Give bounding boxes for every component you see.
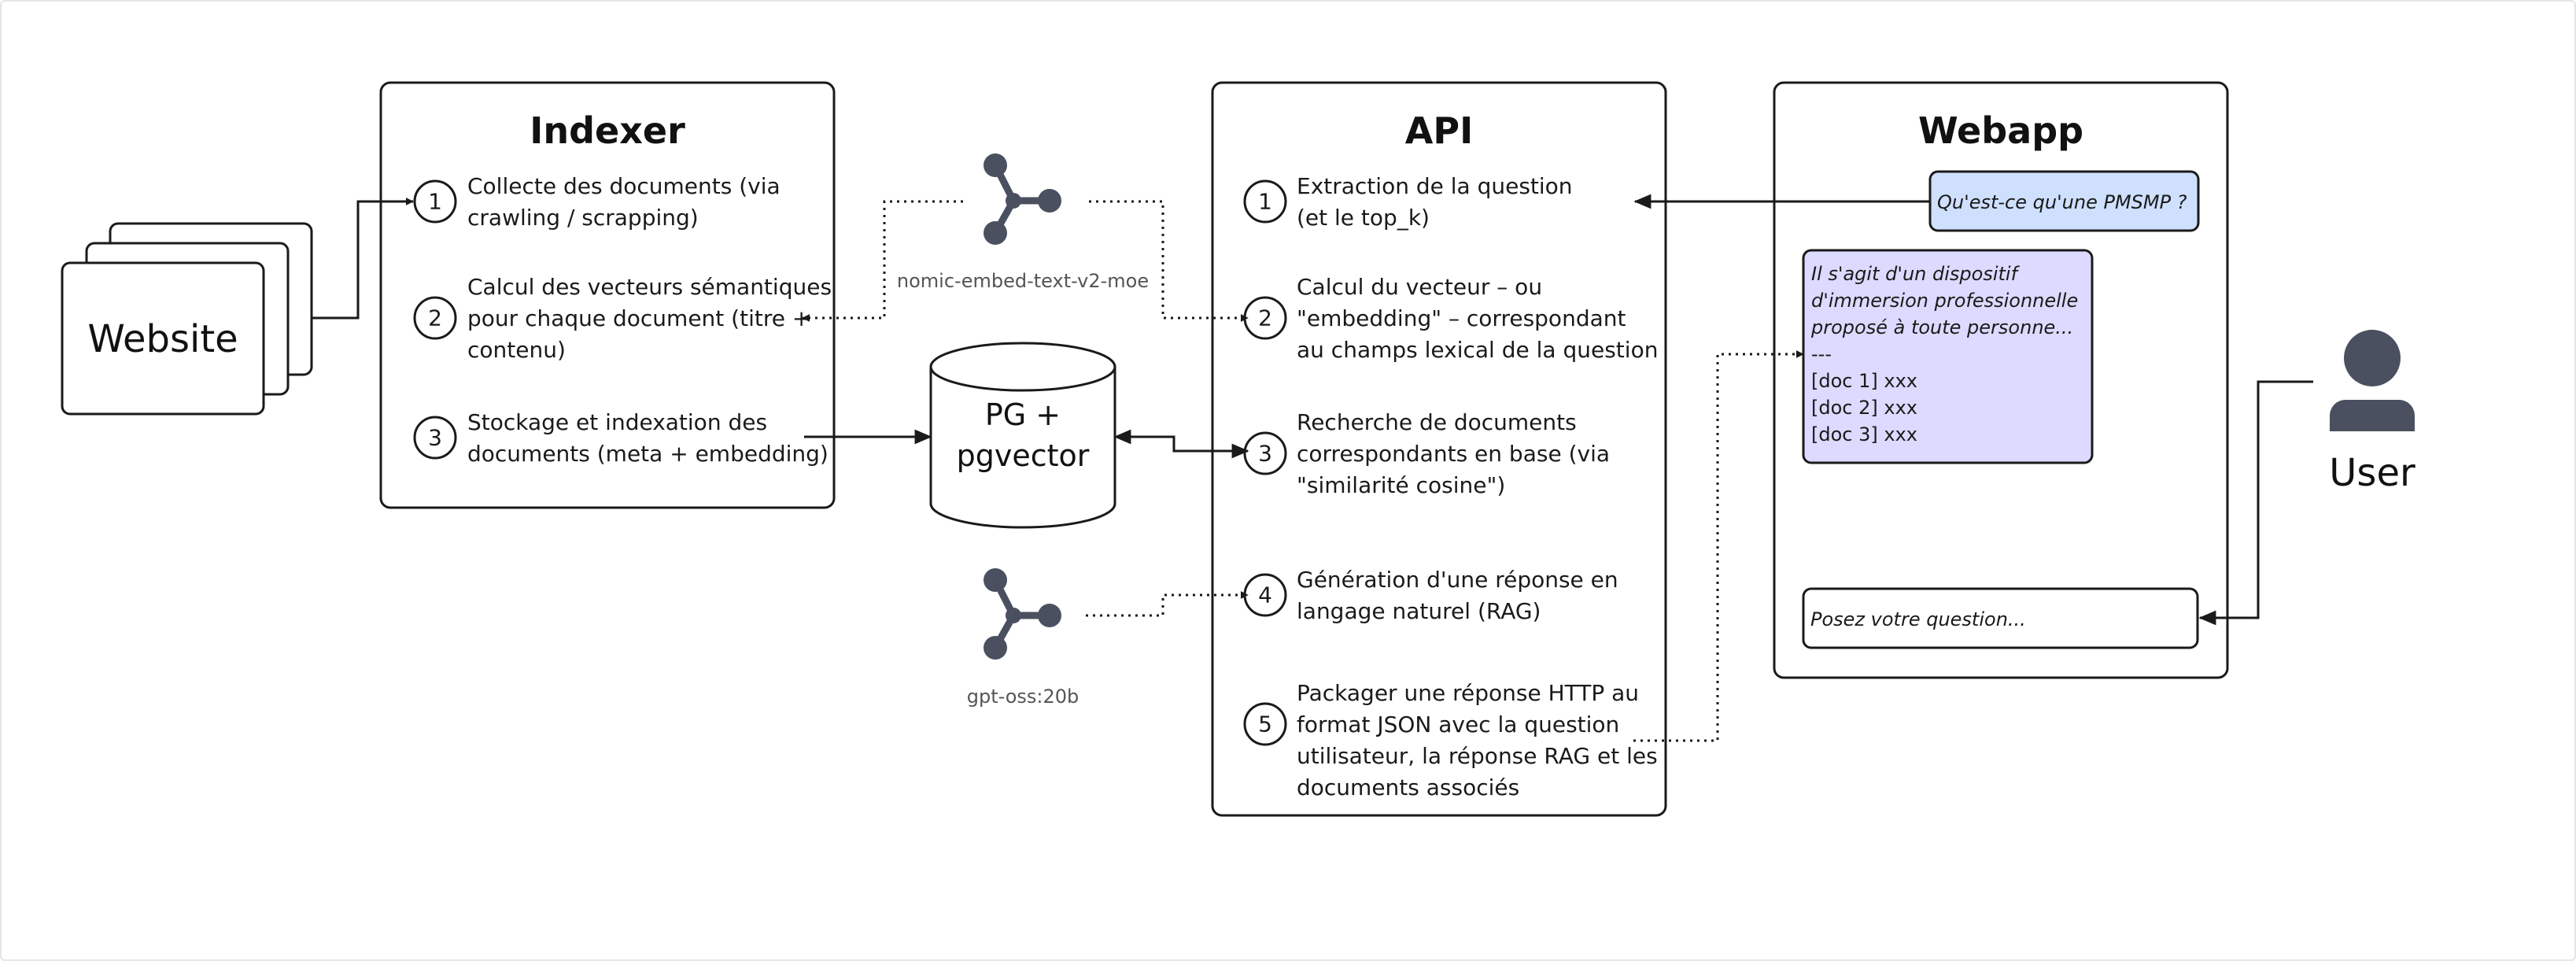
indexer-box: Indexer 1 Collecte des documents (via craw… [379,81,836,509]
website-label: Website [87,317,238,361]
api-box: API 1 Extraction de la question (et le top… [1211,81,1667,817]
db-api-bidirectional-arrow [1113,429,1249,459]
embed-to-indexer-arrow [802,200,963,322]
step-text-line: Extraction de la question [1297,173,1573,199]
model-icon [984,153,1061,245]
step-text-line: documents associés [1297,774,1519,800]
embed-to-api-arrow [1089,200,1249,322]
step-number: 1 [1258,189,1272,215]
step-number: 2 [428,305,442,331]
step-text-line: pour chaque document (titre + [467,305,810,331]
website-node: Website [61,222,313,416]
api-steps: 1 Extraction de la question (et le top_k) 2… [1243,173,1658,800]
answer-line: Il s'agit d'un dispositif [1811,263,2021,285]
user-label: User [2329,451,2415,495]
step-number-circle [1243,702,1287,746]
answer-line: d'immersion professionnelle [1811,290,2078,312]
api-step-1: 1 Extraction de la question (et le top_k) [1243,173,1573,231]
user-to-input-arrow [2198,380,2313,626]
api-step-2: 2 Calcul du vecteur – ou "embedding" – cor… [1243,274,1658,363]
question-input[interactable] [1802,587,2199,649]
user-icon [2330,330,2415,431]
pgvector-database: PG + pgvector [929,342,1116,529]
step-number: 4 [1258,582,1272,608]
step-text-line: Calcul du vecteur – ou [1297,274,1542,300]
step-text-line: Calcul des vecteurs sémantiques [467,274,832,300]
step-text-line: Packager une réponse HTTP au [1297,680,1639,706]
indexer-title: Indexer [530,109,685,152]
database-label-line: PG + [985,397,1061,432]
model-icon [984,568,1061,660]
embed-model-node: nomic-embed-text-v2-moe [897,153,1149,292]
step-text-line: utilisateur, la réponse RAG et les [1297,743,1658,769]
step-text-line: Collecte des documents (via [467,173,781,199]
step-number-circle [413,296,457,340]
step-text-line: Recherche de documents [1297,409,1577,435]
api-step-4: 4 Génération d'une réponse en langage natu… [1243,567,1618,624]
step-text-line: langage naturel (RAG) [1297,598,1541,624]
website-to-indexer-arrow [312,198,414,320]
api-step-5: 5 Packager une réponse HTTP au format JSON… [1243,680,1658,800]
answer-separator: --- [1811,343,1832,365]
step-number-circle [413,179,457,224]
step-text-line: contenu) [467,337,566,363]
step-number: 2 [1258,305,1272,331]
step-number-circle [1243,179,1287,224]
step-text-line: (et le top_k) [1297,205,1430,231]
answer-line: proposé à toute personne... [1810,316,2073,338]
indexer-step-3: 3 Stockage et indexation des documents (me… [413,409,829,467]
webapp-box: Webapp Qu'est-ce qu'une PMSMP ? Il s'agi… [1773,81,2229,679]
embed-model-label: nomic-embed-text-v2-moe [897,270,1149,292]
api-step-3: 3 Recherche de documents correspondants en… [1243,409,1610,498]
user-node: User [2329,330,2415,495]
step-number-circle [413,416,457,460]
step-text-line: documents (meta + embedding) [467,441,829,467]
api-title: API [1405,109,1473,152]
step-number: 3 [1258,441,1272,467]
answer-doc: [doc 1] xxx [1811,370,1917,392]
answer-doc: [doc 2] xxx [1811,397,1917,419]
database-label-line: pgvector [957,438,1090,473]
step-number: 1 [428,189,442,215]
answer-doc: [doc 3] xxx [1811,423,1917,445]
step-text-line: crawling / scrapping) [467,205,699,231]
llm-model-label: gpt-oss:20b [967,686,1079,708]
webapp-title: Webapp [1918,109,2083,152]
question-bubble-text: Qu'est-ce qu'une PMSMP ? [1937,191,2187,213]
question-input-placeholder: Posez votre question... [1810,608,2026,630]
api-to-webapp-arrow [1633,350,1804,742]
step-text-line: "similarité cosine") [1297,472,1505,498]
step-text-line: format JSON avec la question [1297,712,1619,737]
indexer-steps: 1 Collecte des documents (via crawling / s… [413,173,832,467]
step-text-line: correspondants en base (via [1297,441,1610,467]
step-number: 3 [428,425,442,451]
step-number: 5 [1258,712,1272,737]
step-text-line: Stockage et indexation des [467,409,767,435]
llm-model-node: gpt-oss:20b [967,568,1079,708]
step-text-line: au champs lexical de la question [1297,337,1658,363]
step-text-line: Génération d'une réponse en [1297,567,1618,593]
indexer-step-1: 1 Collecte des documents (via crawling / s… [413,173,781,231]
indexer-step-2: 2 Calcul des vecteurs sémantiques pour cha… [413,274,832,363]
connectors [312,194,2313,742]
step-text-line: "embedding" – correspondant [1297,305,1626,331]
llm-to-api-arrow [1086,591,1249,617]
